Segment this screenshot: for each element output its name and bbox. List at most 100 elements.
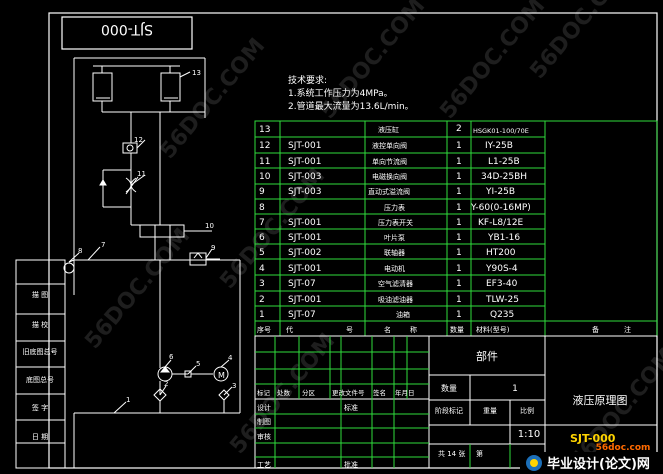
- row-code: SJT-001: [288, 295, 321, 305]
- row-qty: 1: [456, 264, 462, 274]
- row-code: SJT-001: [288, 218, 321, 228]
- title-block-inner-grid: [255, 336, 511, 468]
- row-name: 液压缸: [378, 125, 399, 134]
- weight-label: 重量: [483, 407, 497, 415]
- row-material: HT200: [486, 248, 516, 258]
- stage-label: 阶段标记: [435, 406, 463, 415]
- component-label: 3: [232, 382, 236, 390]
- drawing-name: 液压原理图: [573, 393, 628, 407]
- side-label: 描 图: [32, 290, 48, 299]
- header-cell: 注: [624, 325, 631, 334]
- table-row: 3 SJT-07 空气滤清器 1 EF3-40: [259, 279, 518, 289]
- row-qty: 1: [456, 172, 462, 182]
- brand-text: 毕业设计(论文)网: [547, 456, 650, 472]
- row-qty: 1: [456, 203, 462, 213]
- row-name: 液控单向阀: [372, 141, 407, 150]
- row-material: Y90S-4: [485, 264, 518, 274]
- sheet-suffix: 第: [476, 449, 483, 458]
- approval-label: 标准: [344, 403, 358, 412]
- side-bar: [15, 259, 66, 469]
- row-material: 34D-25BH: [481, 172, 527, 182]
- row-label: 处数: [277, 388, 291, 397]
- row-code: SJT-003: [288, 187, 321, 197]
- row-code: SJT-001: [288, 141, 321, 151]
- row-material: HSGK01-100/70E: [473, 127, 529, 135]
- scale-value: 1:10: [518, 429, 540, 440]
- component-label: 12: [134, 136, 143, 144]
- component-label: 11: [137, 170, 146, 178]
- cylinder-left: [92, 72, 113, 102]
- row-code: SJT-07: [288, 279, 316, 289]
- table-row: 10 SJT-003 电磁换向阀 1 34D-25BH: [259, 172, 527, 182]
- header-cell: 数量: [450, 325, 464, 334]
- side-label: 描 校: [32, 320, 48, 329]
- component-label: 2: [164, 380, 168, 388]
- svg-text:M: M: [218, 371, 225, 380]
- row-no: 5: [259, 248, 265, 258]
- approval-label: 制图: [257, 417, 271, 426]
- row-name: 吸油滤油器: [378, 295, 413, 304]
- row-name: 联轴器: [384, 248, 405, 257]
- row-code: SJT-002: [288, 248, 321, 258]
- site-text: 56doc.com: [596, 443, 651, 453]
- row-no: 12: [259, 141, 270, 151]
- header-cell: 代: [286, 325, 293, 334]
- hydraulic-schematic: M: [63, 57, 241, 468]
- row-label: 年月日: [395, 388, 415, 397]
- brand-bg: [520, 452, 663, 474]
- approval-label: 工艺: [257, 461, 271, 469]
- row-material: Y-60(0-16MP): [470, 203, 531, 213]
- component-label: 6: [169, 353, 174, 361]
- row-no: 8: [259, 203, 265, 213]
- qty-label: 数量: [441, 383, 457, 393]
- row-name: 压力表开关: [378, 218, 413, 227]
- component-label: 7: [101, 241, 105, 249]
- row-code: SJT-07: [288, 310, 316, 320]
- row-material: Q235: [490, 310, 514, 320]
- watermark: 56DOC.COM: [80, 224, 195, 354]
- row-qty: 1: [456, 141, 462, 151]
- row-name: 压力表: [384, 203, 405, 212]
- row-name: 电动机: [384, 264, 405, 273]
- parts-table-grid: [254, 120, 658, 337]
- table-header: 序号 代 号 名 称 数量 材料(型号) 备 注: [257, 325, 631, 334]
- row-qty: 1: [456, 157, 462, 167]
- row-qty: 1: [456, 295, 462, 305]
- header-cell: 称: [410, 325, 417, 334]
- side-label: 旧底图总号: [23, 347, 58, 356]
- component-label: 9: [211, 244, 215, 252]
- row-material: TLW-25: [485, 295, 519, 305]
- row-no: 10: [259, 172, 271, 182]
- side-label: 签 字: [32, 403, 48, 412]
- drawing-no: SJT-000: [570, 432, 616, 445]
- brand-logo-core: [530, 459, 538, 467]
- watermark: 56DOC.COM: [155, 34, 270, 164]
- title-box: [61, 16, 193, 50]
- row-code: SJT-003: [288, 172, 321, 182]
- row-qty: 1: [456, 310, 462, 320]
- approval-label: 审核: [257, 432, 271, 441]
- row-no: 2: [259, 295, 265, 305]
- row-no: 3: [259, 279, 265, 289]
- row-qty: 1: [456, 187, 462, 197]
- qty-value: 1: [512, 384, 518, 394]
- part-label: 部件: [476, 349, 498, 363]
- tech-line: 1.系统工作压力为4MPa。: [288, 87, 393, 99]
- table-row: 13 液压缸 2 HSGK01-100/70E: [259, 124, 529, 135]
- row-name: 电磁换向阀: [372, 172, 407, 181]
- header-cell: 序号: [257, 325, 271, 334]
- component-label: 13: [192, 69, 201, 77]
- row-name: 单向节流阀: [372, 157, 407, 166]
- row-qty: 2: [456, 124, 462, 134]
- row-name: 叶片泵: [384, 233, 405, 242]
- table-row: 2 SJT-001 吸油滤油器 1 TLW-25: [259, 295, 519, 305]
- row-no: 7: [259, 218, 265, 228]
- component-label: 10: [205, 222, 214, 230]
- row-no: 6: [259, 233, 265, 243]
- component-label: 4: [228, 354, 233, 362]
- row-qty: 1: [456, 218, 462, 228]
- header-cell: 备: [592, 325, 599, 334]
- row-code: SJT-001: [288, 157, 321, 167]
- row-code: SJT-001: [288, 264, 321, 274]
